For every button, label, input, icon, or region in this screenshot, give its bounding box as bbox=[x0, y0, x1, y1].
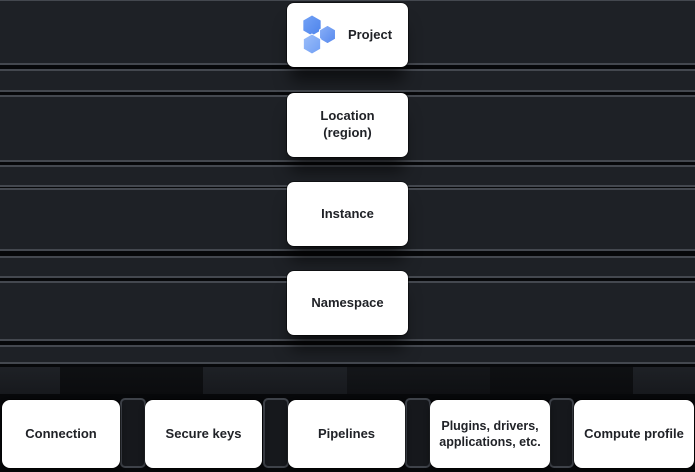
connection-card: Connection bbox=[2, 400, 120, 468]
namespace-label: Namespace bbox=[311, 294, 384, 310]
plugins-label-line2: applications, etc. bbox=[439, 435, 541, 449]
connector-pillar bbox=[120, 398, 146, 468]
location-card: Location (region) bbox=[287, 93, 408, 157]
instance-label: Instance bbox=[321, 205, 374, 221]
project-card: Project bbox=[287, 3, 408, 67]
pipelines-label: Pipelines bbox=[317, 425, 376, 441]
pipelines-card: Pipelines bbox=[288, 400, 405, 468]
compute-profile-card: Compute profile bbox=[574, 400, 694, 468]
project-label: Project bbox=[347, 26, 393, 42]
connector-pillar bbox=[405, 398, 431, 468]
location-label-line1: Location bbox=[320, 108, 375, 124]
secure-keys-card: Secure keys bbox=[145, 400, 262, 468]
band-connector-1 bbox=[0, 69, 695, 92]
plugins-card: Plugins, drivers, applications, etc. bbox=[430, 400, 550, 468]
namespace-card: Namespace bbox=[287, 271, 408, 335]
location-label-line2: (region) bbox=[323, 125, 372, 140]
compute-profile-label: Compute profile bbox=[584, 425, 684, 441]
plugins-label-line1: Plugins, drivers, bbox=[441, 418, 539, 433]
data-fusion-icon bbox=[302, 15, 336, 55]
connection-label: Connection bbox=[25, 425, 97, 441]
secure-keys-label: Secure keys bbox=[165, 425, 242, 441]
band-connector-4 bbox=[0, 345, 695, 364]
connector-pillar bbox=[263, 398, 289, 468]
instance-card: Instance bbox=[287, 182, 408, 246]
shadow-rect bbox=[347, 367, 490, 394]
connector-pillar bbox=[549, 398, 574, 468]
shadow-rect bbox=[490, 367, 633, 394]
shadow-rect bbox=[60, 367, 203, 394]
